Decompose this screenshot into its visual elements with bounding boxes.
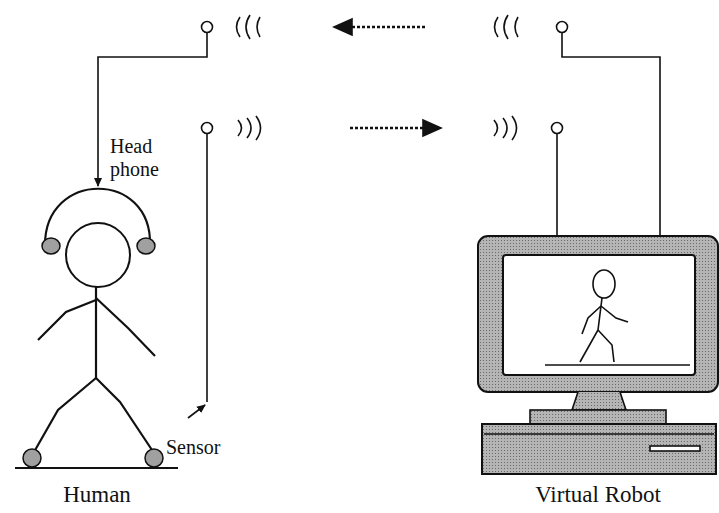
figure-caption: Virtual Robot	[535, 482, 661, 508]
part-label: Sensor	[166, 436, 220, 459]
part-label: Head phone	[110, 135, 180, 181]
figure-caption: Human	[63, 482, 131, 508]
